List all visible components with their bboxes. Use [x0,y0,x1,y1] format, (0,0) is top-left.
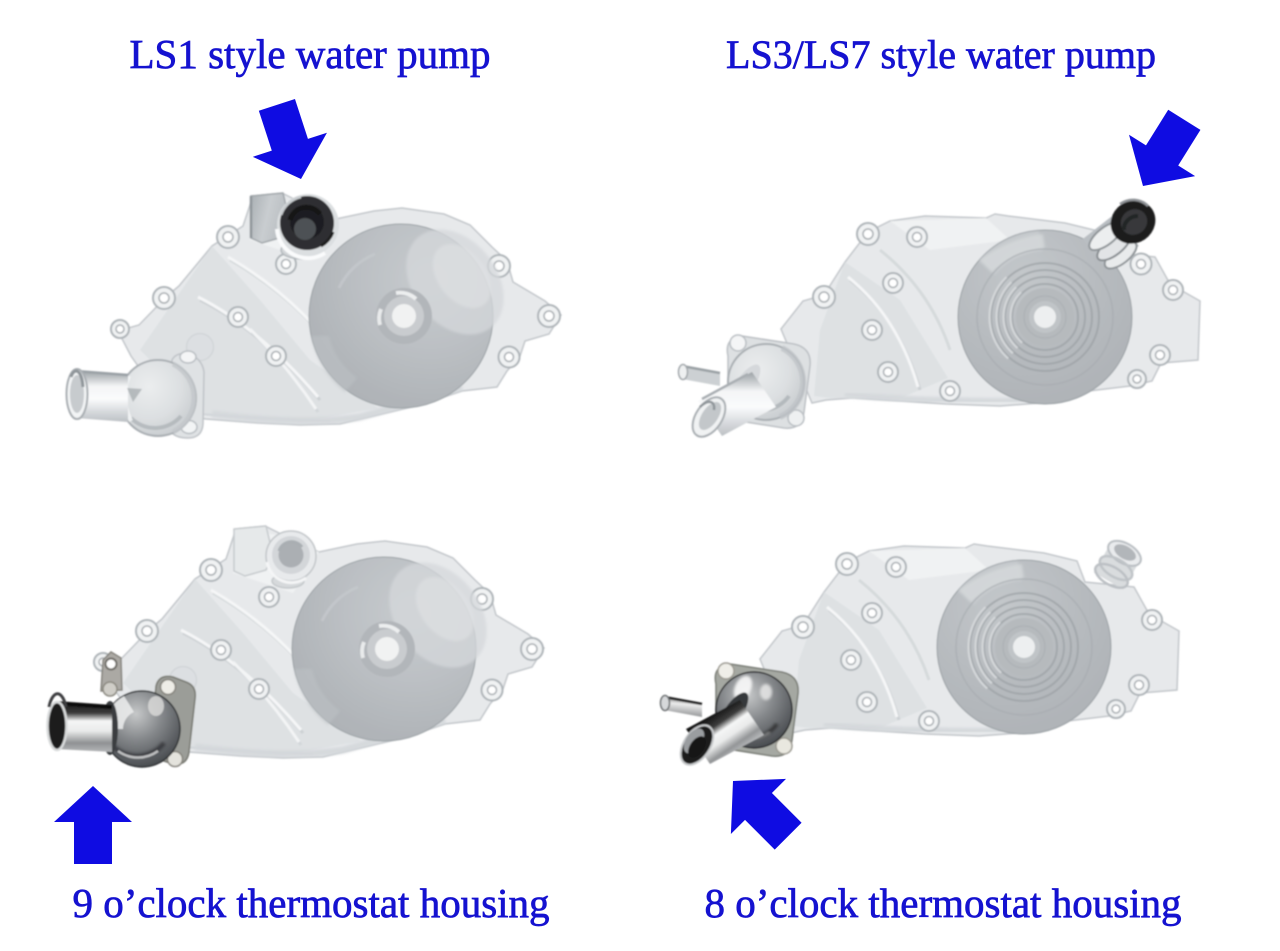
svg-text:LS1 style water pump: LS1 style water pump [130,31,491,77]
svg-text:LS3/LS7 style water pump: LS3/LS7 style water pump [726,32,1156,77]
svg-text:9 o’clock thermostat housing: 9 o’clock thermostat housing [72,880,549,926]
svg-text:8 o’clock thermostat housing: 8 o’clock thermostat housing [704,880,1181,926]
